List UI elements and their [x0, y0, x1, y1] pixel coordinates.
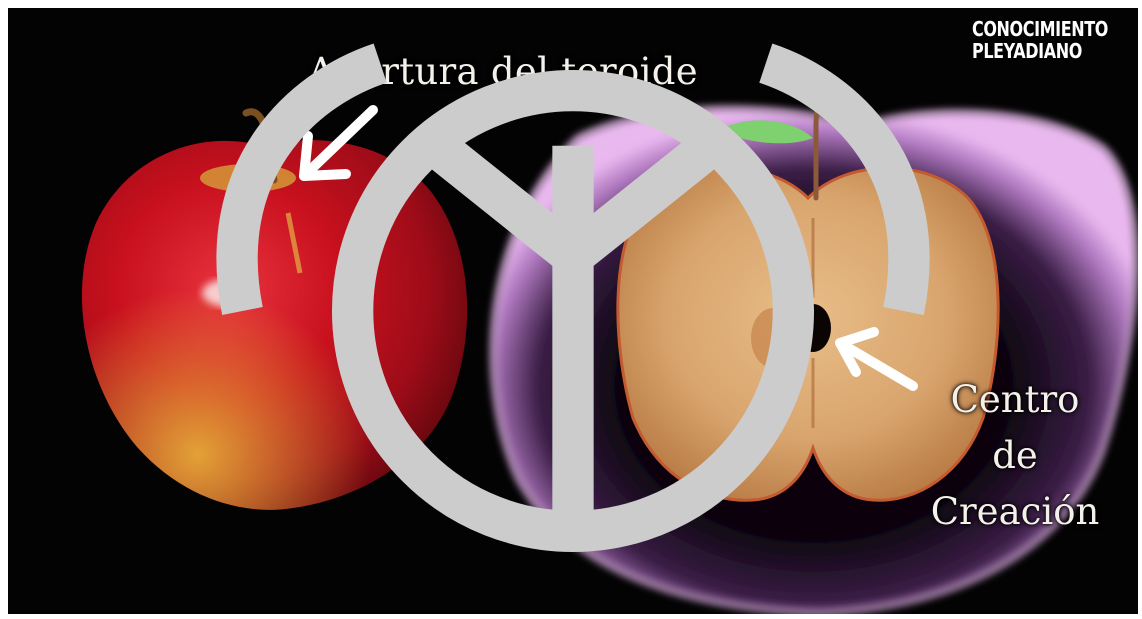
watermark-emblem-icon [8, 8, 1138, 614]
illustration-scene: Apertura del toroide Centro de Creación … [8, 8, 1138, 614]
